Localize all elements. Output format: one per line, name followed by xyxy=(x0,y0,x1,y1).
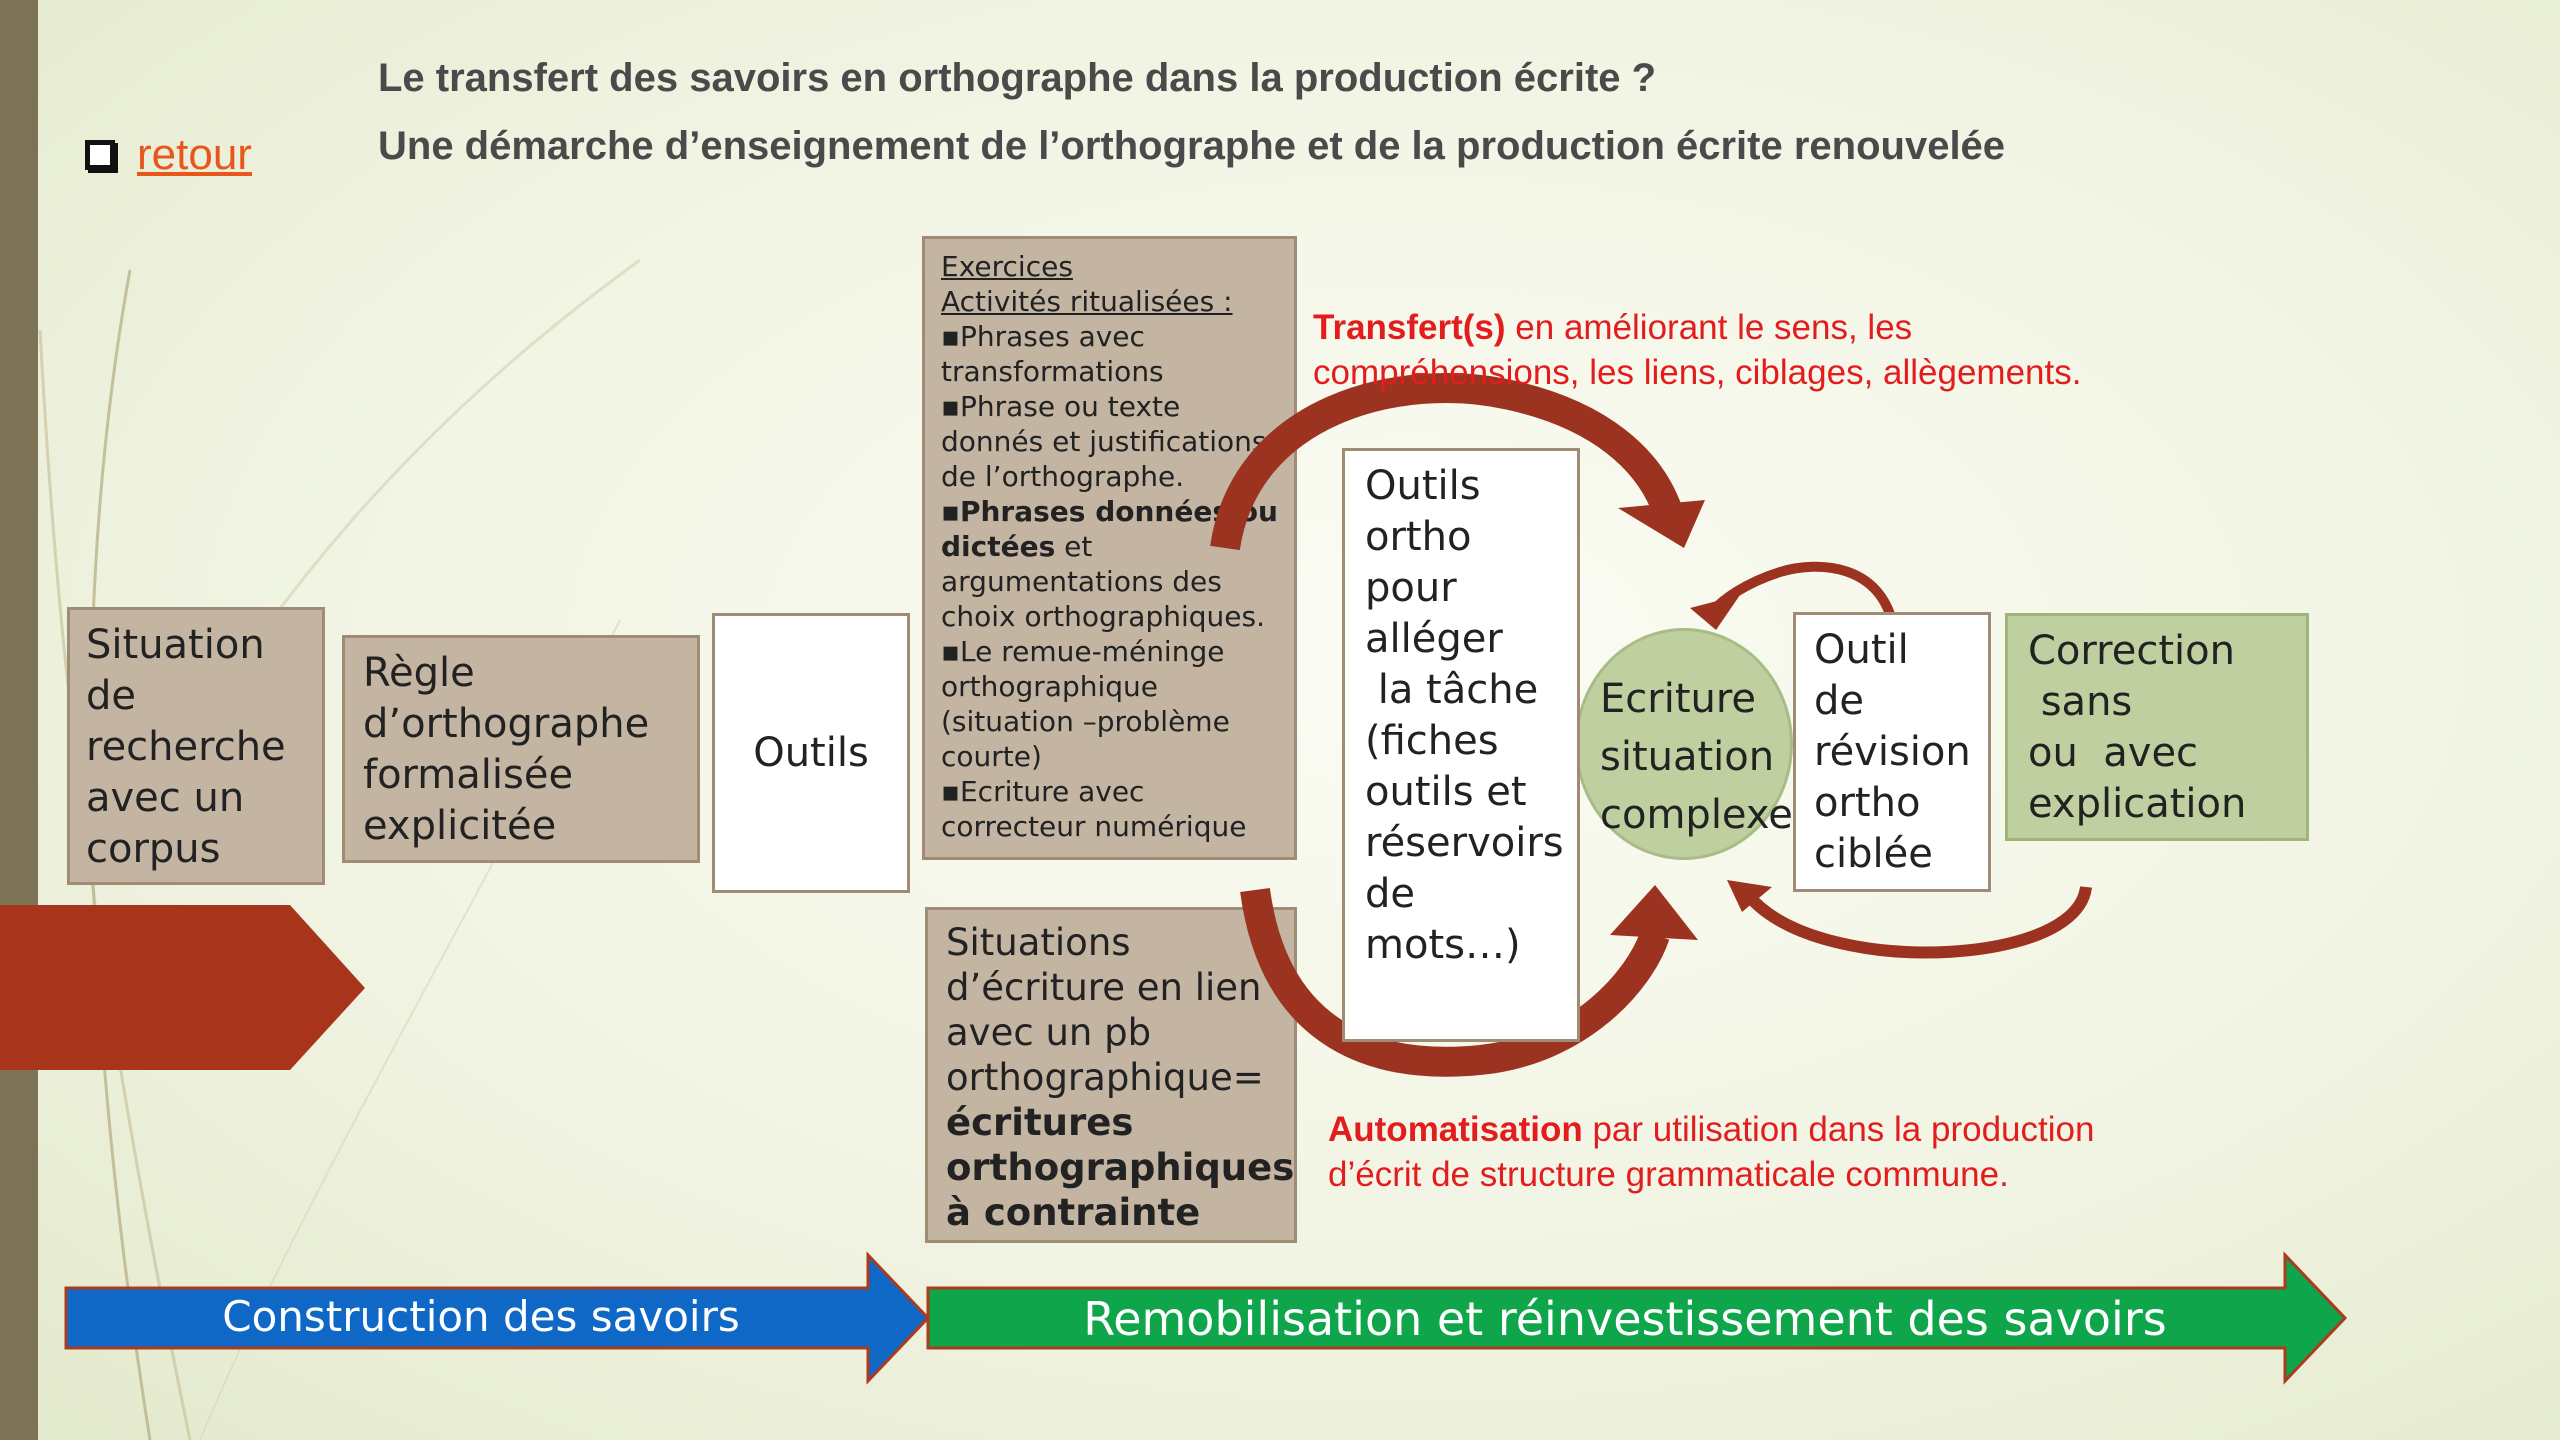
situations-line-bold: à contrainte xyxy=(946,1191,1201,1234)
outils-ortho-line: outils et xyxy=(1365,769,1527,815)
small-bottom-arrow xyxy=(1743,885,2092,959)
remobilisation-arrow xyxy=(926,1251,2348,1385)
transfert-bold: Transfert(s) xyxy=(1313,308,1506,347)
situations-line-bold: orthographiques xyxy=(946,1146,1295,1189)
outils-ortho-line: réservoirs xyxy=(1365,820,1564,866)
transfert-line: en améliorant le sens, les xyxy=(1505,308,1913,347)
left-decor-bar xyxy=(0,0,38,1440)
bottom-arrowhead-icon xyxy=(1610,885,1698,940)
situation-line: recherche xyxy=(86,724,286,770)
top-curved-arrow xyxy=(1210,373,1683,551)
retour-link[interactable]: retour xyxy=(137,130,252,179)
ecriture-ellipse xyxy=(1575,628,1793,860)
red-chevron-shape xyxy=(0,905,365,1070)
regle-line: d’orthographe xyxy=(363,701,650,747)
revision-line: Outil xyxy=(1814,627,1909,673)
revision-line: de xyxy=(1814,678,1864,724)
small-bottom-arrowhead-icon xyxy=(1727,880,1772,912)
exercice-item: argumentations des xyxy=(941,565,1222,598)
regle-line: formalisée xyxy=(363,752,574,798)
automatisation-bold: Automatisation xyxy=(1328,1110,1583,1149)
transfert-text: Transfert(s) en améliorant le sens, les … xyxy=(1313,305,2081,395)
correction-line: Correction xyxy=(2028,628,2235,674)
title-line-1: Le transfert des savoirs en orthographe … xyxy=(378,56,1657,100)
exercice-item: ▪Phrases avec xyxy=(941,320,1145,353)
checkbox-bullet-icon xyxy=(85,140,115,170)
construction-arrow xyxy=(64,1251,931,1385)
outils-box: Outils xyxy=(712,613,910,893)
regle-line: Règle xyxy=(363,650,475,696)
exercice-item: et xyxy=(1055,530,1093,563)
ecriture-line: Ecriture xyxy=(1600,676,1757,722)
exercice-item: ▪Phrase ou texte xyxy=(941,390,1181,423)
outils-ortho-line: (fiches xyxy=(1365,718,1499,764)
outil-revision-box: Outil de révision ortho ciblée xyxy=(1793,612,1991,892)
outils-ortho-box: Outils ortho pour alléger la tâche (fich… xyxy=(1342,448,1580,1042)
bottom-curved-arrow xyxy=(1240,887,1670,1077)
situations-line: Situations xyxy=(946,921,1131,964)
situation-line: de xyxy=(86,673,136,719)
situation-recherche-box: Situation de recherche avec un corpus xyxy=(67,607,325,885)
regle-line: explicitée xyxy=(363,803,557,849)
outils-ortho-line: mots…) xyxy=(1365,922,1521,968)
exercice-item: ▪Ecriture avec xyxy=(941,775,1145,808)
outils-ortho-line: pour xyxy=(1365,565,1457,611)
situations-line: d’écriture en lien xyxy=(946,966,1262,1009)
exercice-item: choix orthographiques. xyxy=(941,600,1265,633)
automatisation-line: d’écrit de structure grammaticale commun… xyxy=(1328,1155,2009,1194)
automatisation-line: par utilisation dans la production xyxy=(1582,1110,2095,1149)
situations-line-bold: écritures xyxy=(946,1101,1134,1144)
correction-box: Correction sans ou avec explication xyxy=(2005,613,2309,841)
bottom-arrows xyxy=(64,1251,2348,1385)
construction-label: Construction des savoirs xyxy=(222,1292,740,1341)
exercice-item: (situation –problème xyxy=(941,705,1230,738)
situation-line: Situation xyxy=(86,622,265,668)
activites-heading: Activités ritualisées : xyxy=(941,285,1233,318)
small-top-arrowhead-icon xyxy=(1690,595,1740,630)
ecriture-text: Ecriture situation complexe xyxy=(1600,670,1793,844)
exercice-item: ▪Le remue-méninge xyxy=(941,635,1225,668)
ecriture-line: situation xyxy=(1600,734,1775,780)
revision-line: ortho xyxy=(1814,780,1921,826)
retour-row: retour xyxy=(85,130,252,180)
situations-line: avec un pb xyxy=(946,1011,1152,1054)
automatisation-text: Automatisation par utilisation dans la p… xyxy=(1328,1107,2094,1197)
exercice-item: transformations xyxy=(941,355,1164,388)
outils-ortho-line: la tâche xyxy=(1365,667,1539,713)
correction-line: explication xyxy=(2028,781,2247,827)
outils-ortho-line: Outils xyxy=(1365,463,1481,509)
correction-line: sans xyxy=(2028,679,2133,725)
outils-ortho-line: de xyxy=(1365,871,1415,917)
exercice-item: de l’orthographe. xyxy=(941,460,1185,493)
outils-label: Outils xyxy=(753,729,869,776)
revision-line: révision xyxy=(1814,729,1971,775)
exercices-box: Exercices Activités ritualisées : ▪Phras… xyxy=(922,236,1297,860)
exercice-item: correcteur numérique xyxy=(941,810,1247,843)
outils-ortho-line: alléger xyxy=(1365,616,1503,662)
exercice-item-bold: dictées xyxy=(941,530,1056,563)
situation-line: avec un xyxy=(86,775,245,821)
regle-box: Règle d’orthographe formalisée explicité… xyxy=(342,635,700,863)
exercice-item: dictées et xyxy=(941,529,1294,564)
situation-line: corpus xyxy=(86,826,221,872)
outils-ortho-line: ortho xyxy=(1365,514,1472,560)
situations-ecriture-box: Situations d’écriture en lien avec un pb… xyxy=(925,907,1297,1243)
top-arrowhead-icon xyxy=(1618,500,1705,548)
exercice-item: orthographique xyxy=(941,670,1158,703)
exercice-item: donnés et justifications xyxy=(941,425,1267,458)
small-top-arrow xyxy=(1708,561,1898,627)
exercices-heading: Exercices xyxy=(941,250,1073,283)
situations-line: orthographique= xyxy=(946,1056,1264,1099)
correction-line: ou avec xyxy=(2028,730,2199,776)
remobilisation-label: Remobilisation et réinvestissement des s… xyxy=(1083,1292,2167,1346)
transfert-line: compréhensions, les liens, ciblages, all… xyxy=(1313,353,2082,392)
title-line-2: Une démarche d’enseignement de l’orthogr… xyxy=(378,124,2006,168)
revision-line: ciblée xyxy=(1814,831,1933,877)
exercice-item: courte) xyxy=(941,740,1042,773)
ecriture-line: complexe xyxy=(1600,792,1793,838)
